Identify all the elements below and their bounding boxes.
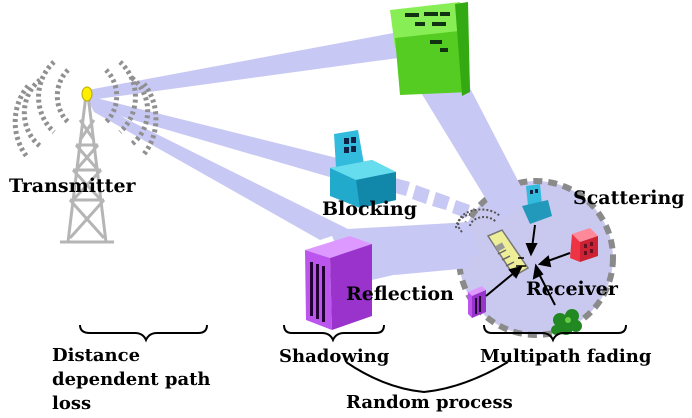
blocking-label: Blocking: [322, 198, 417, 220]
distance-label-line1: Distance: [52, 345, 140, 366]
brace-shadowing: [283, 324, 385, 343]
green-building-icon: [390, 2, 470, 96]
beam-to-blue-building: [88, 96, 345, 180]
receiver-marks: [516, 257, 526, 267]
small-blue-building-icon: [522, 184, 552, 224]
brace-multipath: [483, 324, 627, 343]
reflection-label: Reflection: [346, 283, 454, 305]
blue-building-icon: [330, 130, 396, 208]
receiver-label: Receiver: [526, 278, 619, 300]
distance-label-line3: loss: [52, 393, 91, 414]
purple-building-icon: [305, 236, 372, 330]
multipath-fading-label: Multipath fading: [480, 346, 652, 367]
signal-waves-icon: [12, 60, 159, 160]
phone-icon: [486, 229, 530, 278]
antenna-tip-icon: [81, 86, 93, 102]
phone-signal-icon: [455, 208, 501, 233]
small-purple-building-icon: [468, 286, 486, 318]
tower-icon: [60, 94, 114, 244]
transmitter-label: Transmitter: [9, 175, 137, 197]
distance-label-line2: dependent path: [52, 369, 211, 390]
scattering-label: Scattering: [573, 187, 685, 209]
tree-icon: [551, 309, 582, 335]
beam-to-purple-building: [88, 100, 350, 240]
random-process-label: Random process: [346, 392, 513, 413]
brace-distance: [79, 324, 208, 343]
beam-to-zone: [380, 222, 470, 275]
shadowing-label: Shadowing: [279, 346, 390, 367]
red-building-icon: [570, 228, 598, 262]
braces: [79, 324, 627, 394]
multipath-arrows: [485, 224, 571, 306]
brace-random-process: [345, 361, 509, 394]
blocked-dashed-beam: [392, 178, 470, 218]
beam-to-green-building: [88, 28, 420, 100]
